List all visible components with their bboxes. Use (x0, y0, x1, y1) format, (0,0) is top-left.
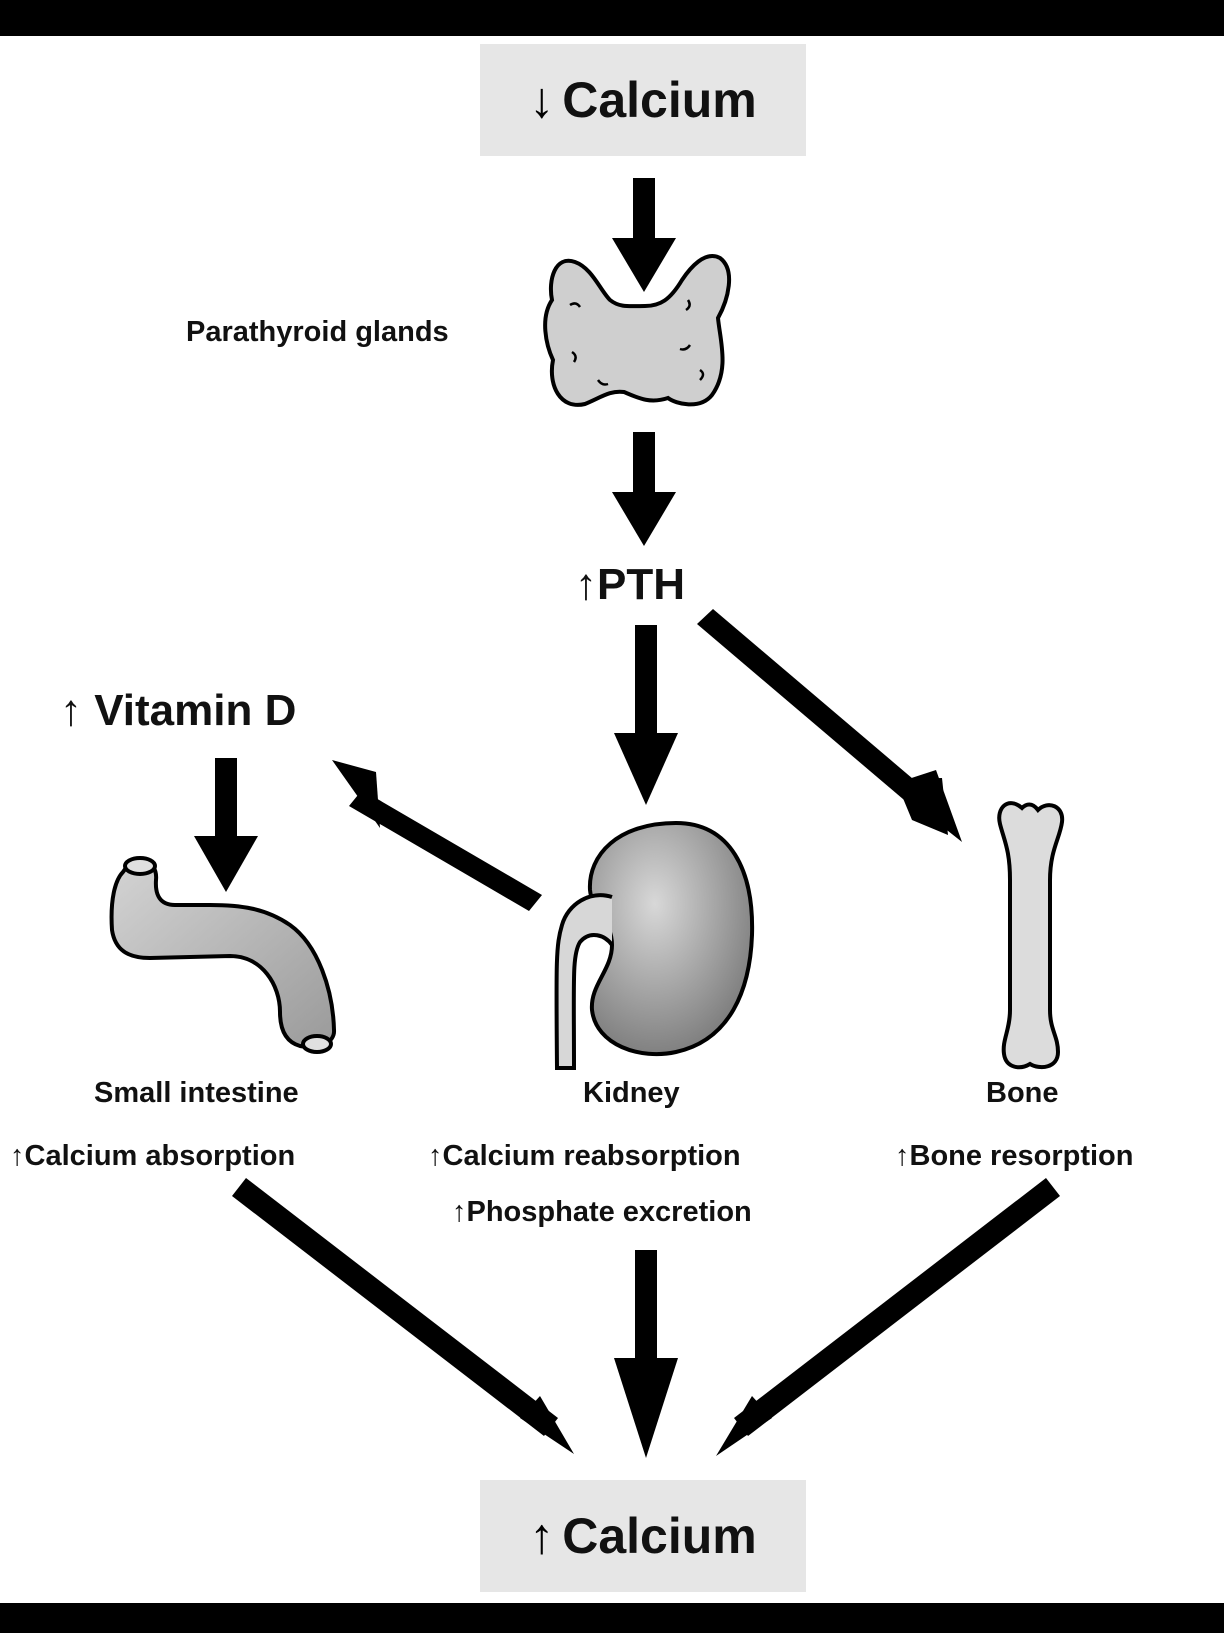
pth-label-group: ↑PTH (575, 560, 685, 610)
bone-resorption-label: Bone resorption (909, 1140, 1134, 1172)
small-intestine-label: Small intestine (94, 1077, 299, 1109)
calcium-low-label: Calcium (562, 72, 757, 128)
arrow-pth-to-bone (697, 609, 962, 842)
bone-illustration (997, 801, 1065, 1070)
parathyroid-glands-illustration (543, 254, 732, 407)
small-intestine-illustration (109, 856, 336, 1054)
arrow-kidney-to-calcium (614, 1250, 678, 1458)
arrow-intestine-to-calcium (232, 1178, 574, 1454)
calcium-high-box: ↑ Calcium (480, 1480, 806, 1592)
calcium-high-label: Calcium (562, 1508, 757, 1564)
arrow-kidney-to-vitamin-d (332, 760, 542, 911)
vitamin-d-label-group: ↑ Vitamin D (60, 686, 296, 736)
down-arrow-icon: ↓ (529, 72, 555, 128)
bone-effect-group: ↑Bone resorption (895, 1140, 1133, 1173)
arrow-calcium-to-parathyroid (612, 178, 676, 292)
calcium-reabsorption-label: Calcium reabsorption (442, 1140, 741, 1172)
kidney-effect2-group: ↑Phosphate excretion (452, 1196, 752, 1229)
calcium-absorption-label: Calcium absorption (24, 1140, 296, 1172)
up-arrow-icon: ↑ (895, 1140, 910, 1172)
kidney-label: Kidney (583, 1077, 680, 1109)
up-arrow-icon: ↑ (575, 560, 597, 609)
up-arrow-icon: ↑ (60, 686, 82, 735)
parathyroid-glands-label: Parathyroid glands (186, 316, 449, 348)
intestine-effect-group: ↑Calcium absorption (10, 1140, 295, 1173)
up-arrow-icon: ↑ (529, 1508, 555, 1564)
arrow-parathyroid-to-pth (612, 432, 676, 546)
up-arrow-icon: ↑ (428, 1140, 443, 1172)
arrow-bone-to-calcium (716, 1178, 1060, 1456)
phosphate-excretion-label: Phosphate excretion (466, 1196, 752, 1228)
up-arrow-icon: ↑ (452, 1196, 467, 1228)
arrow-vitamin-d-to-intestine (194, 758, 258, 892)
calcium-low-box: ↓ Calcium (480, 44, 806, 156)
kidney-illustration (554, 820, 755, 1070)
pth-label: PTH (597, 560, 685, 609)
up-arrow-icon: ↑ (10, 1140, 25, 1172)
bone-label: Bone (986, 1077, 1059, 1109)
arrow-pth-to-kidney (614, 625, 678, 805)
vitamin-d-label: Vitamin D (94, 686, 297, 735)
kidney-effect1-group: ↑Calcium reabsorption (428, 1140, 741, 1173)
